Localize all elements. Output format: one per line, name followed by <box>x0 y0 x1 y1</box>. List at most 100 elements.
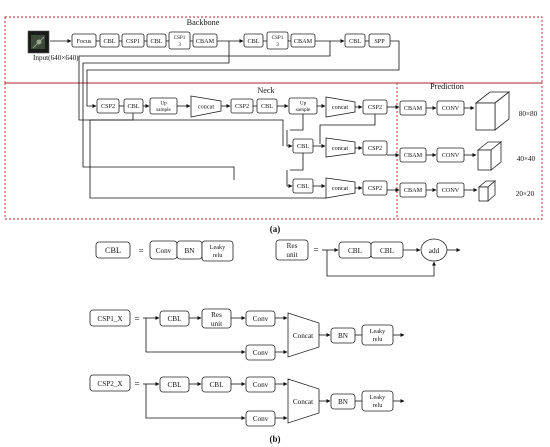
csp2-name-box <box>89 374 131 392</box>
svg-text:CSP1_X: CSP1_X <box>97 315 123 323</box>
panel-a: Backbone Neck Prediction Input(640×640) … <box>4 16 543 234</box>
neck-csp2-5 <box>362 180 388 196</box>
neck-title: Neck <box>257 86 275 95</box>
neck-concat-3 <box>325 137 356 158</box>
svg-text:Conv: Conv <box>156 247 172 255</box>
svg-text:sample: sample <box>296 107 311 113</box>
backbone-blocks: Focus CBL CSP1 CBL CSP1 3 CBAM CBL CSP1 … <box>50 31 391 50</box>
csp2-conv-bottom <box>245 410 276 427</box>
svg-text:sample: sample <box>156 107 171 113</box>
csp1-name-box <box>89 309 131 327</box>
neck-region <box>4 82 543 220</box>
output-cube-20 <box>477 180 497 202</box>
svg-text:concat: concat <box>332 145 348 152</box>
backbone-cbl-4 <box>344 33 366 48</box>
svg-text:CSP2: CSP2 <box>368 104 382 111</box>
csp2-definition: CSP2_X = CBL CBL Conv Conv Concat BN Lea… <box>89 374 405 427</box>
svg-text:CBL: CBL <box>247 38 259 45</box>
svg-text:BN: BN <box>338 398 349 406</box>
svg-text:unit: unit <box>286 251 297 259</box>
backbone-cbam-2 <box>290 33 316 48</box>
neck-concat-4 <box>325 177 356 199</box>
csp2-concat <box>287 378 320 424</box>
svg-text:CBL: CBL <box>168 315 182 323</box>
output-cube-80 <box>474 91 511 131</box>
svg-text:CSP1: CSP1 <box>174 35 186 41</box>
res-equals: = <box>313 245 318 255</box>
csp2-cbl-1 <box>159 376 190 393</box>
svg-text:CBAM: CBAM <box>404 187 423 194</box>
svg-text:concat: concat <box>332 185 348 192</box>
neck-row-2: CBL concat CSP2 CBAM CONV 40×40 <box>286 114 536 171</box>
svg-text:relu: relu <box>213 252 223 259</box>
backbone-neck-connections <box>78 40 400 180</box>
svg-text:CBAM: CBAM <box>404 105 423 112</box>
svg-text:CSP2: CSP2 <box>235 103 249 110</box>
scale-label-80: 80×80 <box>519 110 538 118</box>
neck-csp2-4 <box>362 140 388 156</box>
svg-text:CBAM: CBAM <box>294 38 313 45</box>
caption-a: (a) <box>270 224 281 234</box>
output-cube-40 <box>476 141 503 171</box>
svg-text:CBL: CBL <box>127 103 139 110</box>
svg-text:3: 3 <box>178 42 181 48</box>
svg-text:CONV: CONV <box>442 187 460 194</box>
backbone-csp1-1 <box>121 33 145 48</box>
caption-b: (b) <box>270 434 281 444</box>
svg-text:CSP2_X: CSP2_X <box>97 380 123 388</box>
svg-text:CBL: CBL <box>168 381 182 389</box>
svg-text:Leaky: Leaky <box>370 328 386 335</box>
csp2-cbl-2 <box>201 376 232 393</box>
backbone-region <box>4 16 543 84</box>
svg-text:CBL: CBL <box>348 247 362 255</box>
input-image <box>27 30 50 54</box>
svg-text:Concat: Concat <box>293 332 313 340</box>
svg-text:CONV: CONV <box>442 105 460 112</box>
csp1-equals: = <box>134 314 139 324</box>
svg-text:CSP2: CSP2 <box>368 145 382 152</box>
svg-text:relu: relu <box>373 336 383 343</box>
svg-text:Res: Res <box>211 311 222 319</box>
svg-text:SPP: SPP <box>374 38 385 45</box>
svg-text:Conv: Conv <box>253 381 269 389</box>
svg-text:CSP1: CSP1 <box>272 35 284 41</box>
svg-text:Conv: Conv <box>253 315 269 323</box>
svg-text:Leaky: Leaky <box>210 244 226 251</box>
neck-concat-1 <box>190 95 222 118</box>
backbone-cbl-3 <box>243 33 264 48</box>
neck-row-3: CBL concat CSP2 CBAM CONV 20×20 <box>89 113 535 202</box>
neck-row-1: CSP2 CBL Up sample concat CSP2 CBL Up sa… <box>96 91 538 131</box>
cbl-name-box <box>95 241 131 259</box>
svg-text:CBL: CBL <box>297 183 309 190</box>
backbone-csp1-2 <box>168 31 191 50</box>
cbl-definition: CBL = Conv BN Leaky relu <box>95 240 234 262</box>
input-label: Input(640×640) <box>33 54 79 62</box>
svg-text:Concat: Concat <box>293 398 313 406</box>
csp1-conv-top <box>245 310 276 327</box>
scale-label-40: 40×40 <box>517 155 536 163</box>
csp1-cbl <box>159 310 190 327</box>
csp1-res-unit <box>201 308 232 329</box>
svg-text:CSP2: CSP2 <box>368 185 382 192</box>
csp1-bn <box>330 327 356 344</box>
svg-text:relu: relu <box>373 402 383 409</box>
svg-text:3: 3 <box>276 42 279 48</box>
svg-text:CBAM: CBAM <box>196 38 215 45</box>
svg-text:BN: BN <box>185 247 196 255</box>
csp2-bn <box>330 393 356 410</box>
svg-text:Up: Up <box>300 101 307 107</box>
csp2-conv-top <box>245 376 276 393</box>
svg-text:Up: Up <box>160 101 167 107</box>
svg-text:concat: concat <box>198 104 214 111</box>
csp2-equals: = <box>134 379 139 389</box>
svg-text:CBL: CBL <box>150 38 162 45</box>
panel-b: CBL = Conv BN Leaky relu Res unit = CBL … <box>89 238 461 444</box>
svg-text:CBL: CBL <box>349 38 361 45</box>
neck-concat-2 <box>325 96 356 118</box>
svg-text:Focus: Focus <box>77 38 92 45</box>
prediction-title: Prediction <box>430 82 464 91</box>
svg-text:CBL: CBL <box>297 143 309 150</box>
svg-text:CONV: CONV <box>442 152 460 159</box>
backbone-cbl-2 <box>146 33 167 48</box>
